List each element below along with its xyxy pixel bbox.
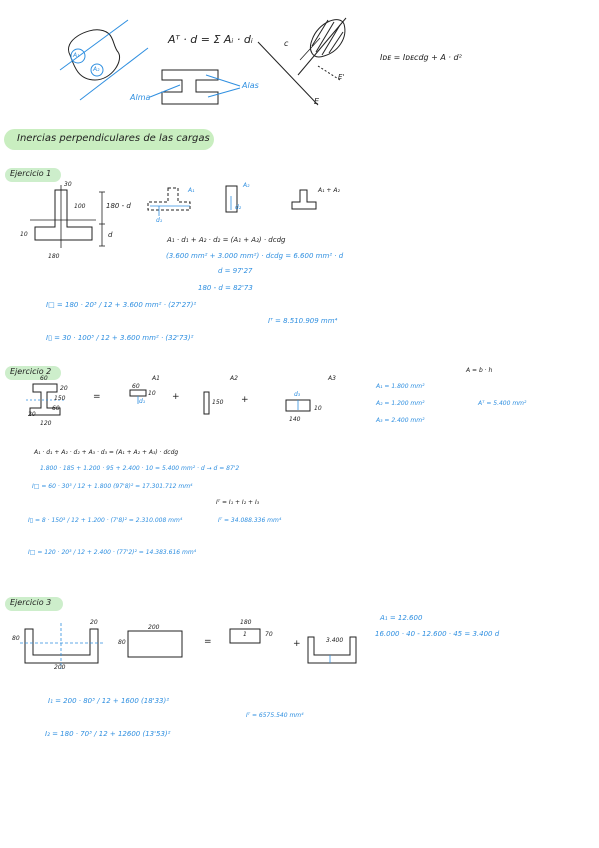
label-e-prime: E' (338, 73, 345, 81)
ej2-eq2: 1.800 · 185 + 1.200 · 95 + 2.400 · 10 = … (40, 465, 240, 472)
ej2-area-2: A₂ = 1.200 mm² (376, 400, 425, 407)
ej1-title: Ejercicio 1 (10, 169, 52, 178)
ej2-figure (26, 383, 311, 416)
ej1-i2: I▯ = 30 · 100³ / 12 + 3.600 mm² · (32'73… (46, 334, 194, 342)
ej2-dim-b20: 20 (28, 411, 36, 418)
ej2-piece-a1-label: A1 (152, 375, 160, 382)
ej2-i1: I□ = 60 · 30³ / 12 + 1.800 (97'8)² = 17.… (32, 483, 193, 490)
ej2-i2: I▯ = 8 · 150³ / 12 + 1.200 · (7'8)² = 2.… (28, 517, 183, 524)
ej3-title-highlight (5, 597, 63, 611)
label-c: c (284, 39, 289, 48)
ej2-area-total: Aᵀ = 5.400 mm² (478, 400, 527, 407)
ej1-figure (30, 185, 317, 248)
ej3-op-plus: + (293, 639, 301, 649)
ej2-dim-20: 20 (60, 385, 68, 392)
label-a1-top: A₁ (73, 52, 80, 59)
ej2-piece-10: 10 (148, 390, 156, 397)
ej2-title: Ejercicio 2 (10, 367, 52, 376)
ej2-dim-120: 120 (40, 420, 52, 427)
ej2-dim-150: 150 (54, 395, 66, 402)
ej2-title-highlight (5, 366, 61, 380)
ej1-piece-a2: A₂ (243, 182, 250, 189)
ej2-dim-60: 60 (40, 375, 48, 382)
ej2-eq1: A₁ · d₁ + A₂ · d₂ + A₃ · d₃ = (A₁ + A₂ +… (34, 449, 179, 456)
ej3-i2: I₂ = 180 · 70³ / 12 + 12600 (13'53)² (45, 730, 171, 738)
ej1-title-highlight (5, 168, 61, 182)
ej2-op-plus2: + (241, 395, 249, 405)
ej1-i1: I□ = 180 · 20³ / 12 + 3.600 mm² · (27'27… (46, 301, 197, 309)
label-alma: Alma (130, 93, 151, 102)
ej3-dim-20: 20 (90, 619, 98, 626)
top-sketch (59, 17, 347, 106)
ej3-figure (20, 623, 357, 669)
ej1-piece-sum: A₁ + A₂ (318, 187, 340, 194)
ej1-dim-180-d: 180 - d (106, 202, 131, 210)
ej1-eq1: A₁ · d₁ + A₂ · d₂ = (A₁ + A₂) · dᴄdg (167, 236, 286, 244)
ej2-it: Iᵀ = 34.088.336 mm⁴ (218, 517, 282, 524)
ej1-dim-180: 180 (48, 253, 60, 260)
ej3-dim-200: 200 (54, 664, 66, 671)
ej3-it: Iᵀ = 6575.540 mm⁴ (246, 712, 304, 719)
ej3-dim-rect200: 200 (148, 624, 160, 631)
ej2-piece-d3: d₃ (294, 391, 301, 398)
ej2-piece-150: 150 (212, 399, 224, 406)
ej3-dim-80: 80 (12, 635, 20, 642)
ej2-dim-60b: 60 (52, 405, 60, 412)
ej1-eq4: 180 - d = 82'73 (198, 284, 253, 292)
ej2-area-3: A₃ = 2.400 mm² (376, 417, 425, 424)
ej1-piece-d1: d₁ (156, 217, 163, 224)
ej1-eq2: (3.600 mm² + 3.000 mm²) · dᴄdg = 6.600 m… (166, 252, 344, 260)
ej3-dim-180: 180 (240, 619, 252, 626)
main-formula: Aᵀ · d = Σ Aᵢ · dᵢ (168, 33, 253, 46)
ej2-it-sum: Iᵀ = I₁ + I₂ + I₃ (216, 499, 260, 506)
ej3-dim-1: 1 (243, 631, 247, 638)
ej3-title: Ejercicio 3 (10, 598, 52, 607)
ej3-eq1: 16.000 · 40 - 12.600 · 45 = 3.400 d (375, 630, 500, 638)
ej1-eq3: d = 97'27 (218, 267, 253, 275)
ej2-abh: A = b · h (466, 367, 493, 374)
steiner-formula: Iᴅᴇ = Iᴅᴇcdg + A · d² (380, 53, 462, 62)
label-a2-top: A₂ (93, 66, 100, 73)
ej1-dim-30: 30 (64, 181, 72, 188)
ej2-piece-h10: 10 (314, 405, 322, 412)
ej2-piece-a2-label: A2 (230, 375, 238, 382)
section-title: Inercias perpendiculares de las cargas (17, 133, 210, 144)
ej3-dim-70: 70 (265, 631, 273, 638)
ej2-area-1: A₁ = 1.800 mm² (376, 383, 425, 390)
ej1-dim-10: 10 (20, 231, 28, 238)
ej1-piece-d2: d₂ (235, 204, 242, 211)
ej3-a1: A₁ = 12.600 (380, 614, 423, 622)
ej2-op-eq: = (93, 392, 101, 402)
ej2-piece-d1: d₁ (139, 398, 146, 405)
ej2-op-plus1: + (172, 392, 180, 402)
ej3-op-eq: = (204, 637, 212, 647)
label-alas: Alas (242, 81, 259, 90)
ej1-dim-100: 100 (74, 203, 86, 210)
ej3-i1: I₁ = 200 · 80³ / 12 + 1600 (18'33)² (48, 697, 170, 705)
label-e: E (314, 97, 320, 106)
ej2-piece-140: 140 (289, 416, 301, 423)
ej3-dim-3400: 3.400 (326, 637, 344, 644)
ej1-piece-a1: A₁ (188, 187, 195, 194)
section-highlight (4, 129, 214, 150)
ej2-i3: I□ = 120 · 20³ / 12 + 2.400 · (77'2)² = … (28, 549, 197, 556)
ej2-piece-a3-label: A3 (328, 375, 336, 382)
ej3-dim-80b: 80 (118, 639, 126, 646)
ej1-it: Iᵀ = 8.510.909 mm⁴ (268, 317, 338, 325)
ej1-dim-d: d (108, 231, 113, 239)
ej2-piece-60: 60 (132, 383, 140, 390)
